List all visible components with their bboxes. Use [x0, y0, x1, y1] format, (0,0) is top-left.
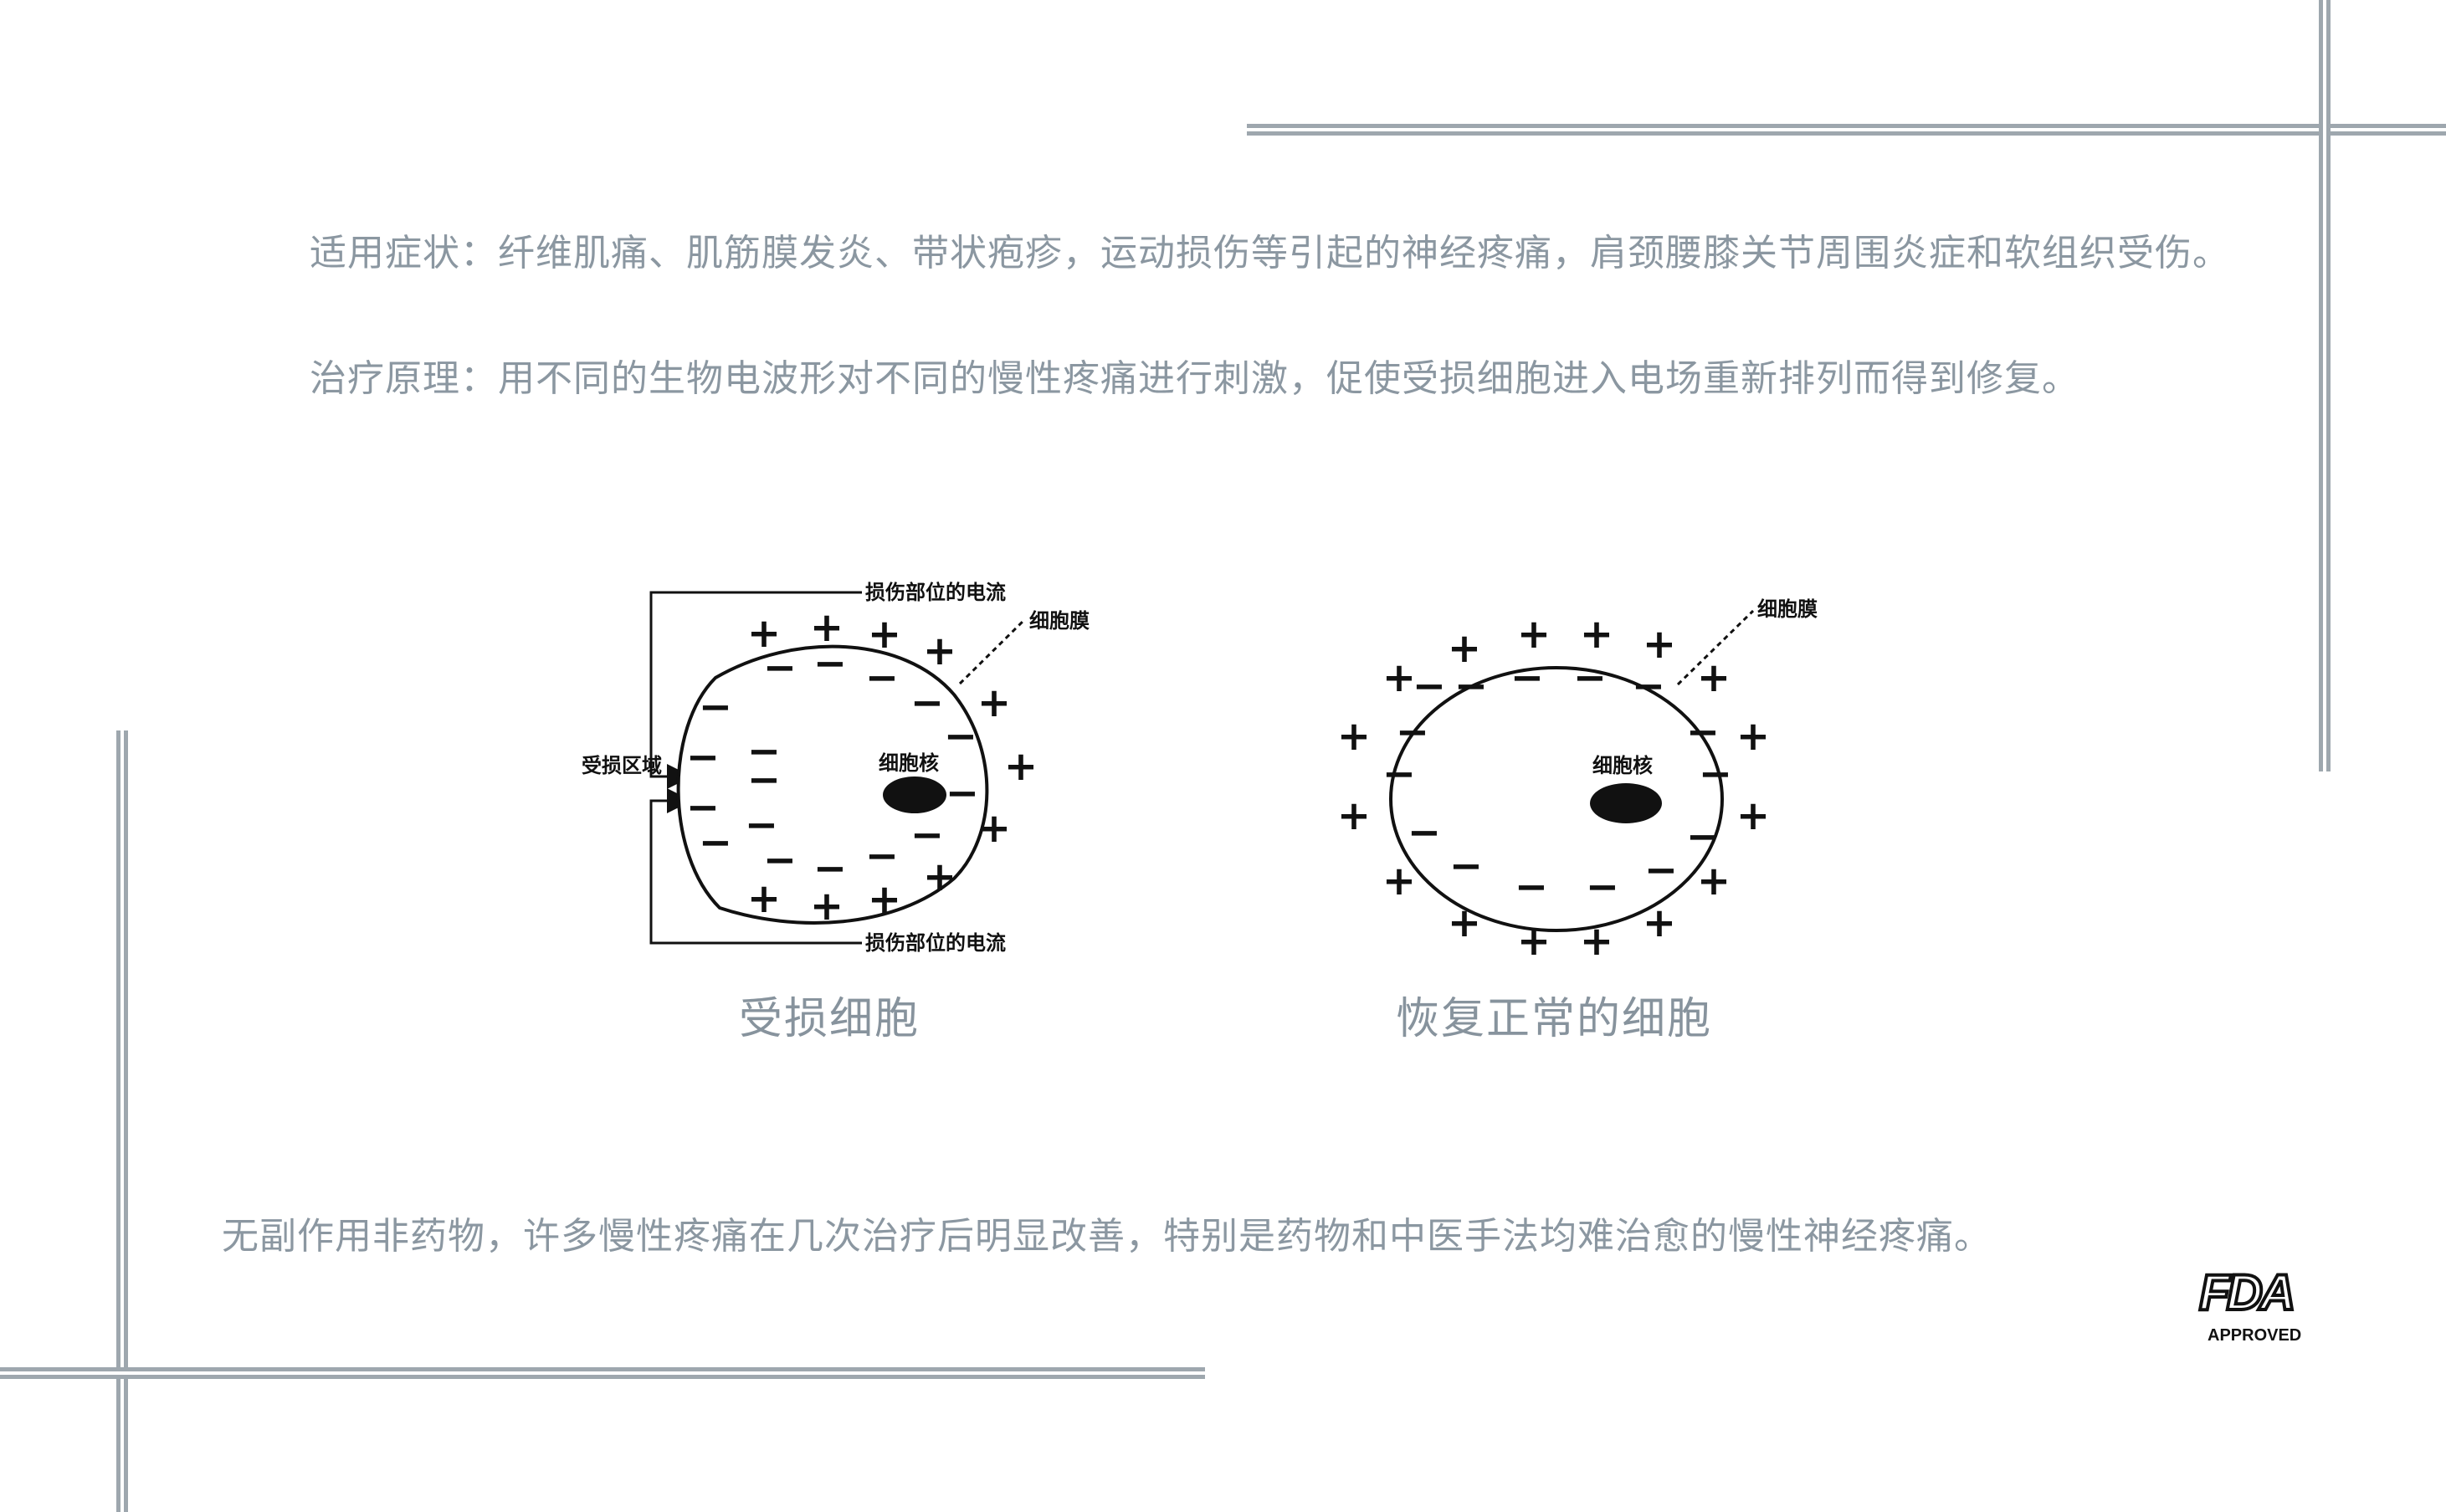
negative-charge: − [1382, 751, 1416, 797]
negative-charge: − [813, 640, 847, 687]
membrane-pointer [1676, 609, 1755, 686]
negative-charge: − [1449, 843, 1483, 889]
membrane-label: 细胞膜 [1029, 608, 1090, 633]
negative-charge: − [1408, 809, 1441, 856]
principle-paragraph: 治疗原理：用不同的生物电波形对不同的慢性疼痛进行刺激，促使受损细胞进入电场重新排… [222, 347, 2230, 410]
negative-charge: − [747, 728, 781, 775]
negative-charge: − [1699, 751, 1732, 797]
normal-cell-charges: ++++++++++++++++−−−−−−−−−−−−−−− [1337, 611, 1770, 965]
negative-charge: − [1686, 813, 1720, 860]
negative-charge: − [1454, 663, 1488, 710]
negative-charge: − [944, 713, 977, 760]
negative-charge: − [686, 784, 720, 831]
cell-nucleus [883, 777, 946, 813]
negative-charge: − [1413, 663, 1446, 710]
positive-charge: + [1004, 743, 1038, 790]
frame-line-top [1247, 124, 2446, 136]
frame-line-right-vertical [2319, 0, 2331, 771]
damaged-cell-charges: +++++++++++−−−−−−−−−−−−−−−−− [686, 604, 1038, 930]
negative-charge: − [699, 684, 732, 730]
membrane-pointer [958, 618, 1027, 685]
cell-diagram: 损伤部位的电流 损伤部位的电流 细胞膜 细胞核 受损区域 +++++++++++… [582, 580, 1818, 965]
positive-charge: + [810, 883, 844, 930]
positive-charge: + [1736, 713, 1770, 760]
cell-membrane [676, 644, 989, 925]
current-bracket-line [649, 788, 862, 945]
negative-charge: − [1510, 654, 1544, 701]
positive-charge: + [1580, 918, 1613, 965]
positive-charge: + [1337, 792, 1371, 839]
negative-charge: − [763, 644, 797, 691]
negative-charge: − [813, 845, 847, 892]
frame-line-left-vertical [116, 730, 128, 1512]
positive-charge: + [1337, 713, 1371, 760]
fda-logo-text: FDA [2199, 1264, 2292, 1320]
cell-nucleus [1590, 783, 1662, 823]
symptoms-text: 适用症状：纤维肌痛、肌筋膜发炎、带状疱疹，运动损伤等引起的神经疼痛，肩颈腰膝关节… [310, 232, 2230, 274]
positive-charge: + [1517, 611, 1551, 658]
cell-membrane [1389, 666, 1724, 932]
positive-charge: + [868, 611, 901, 658]
negative-charge: − [865, 654, 899, 701]
symptoms-paragraph: 适用症状：纤维肌痛、肌筋膜发炎、带状疱疹，运动损伤等引起的神经疼痛，肩颈腰膝关节… [222, 222, 2230, 284]
frame-line-bottom [0, 1367, 1205, 1379]
positive-charge: + [1382, 858, 1416, 905]
negative-charge: − [1586, 864, 1619, 910]
positive-charge: + [810, 604, 844, 651]
positive-charge: + [977, 679, 1011, 726]
damaged-cell-caption: 受损细胞 [739, 994, 920, 1044]
negative-charge: − [1573, 654, 1607, 701]
positive-charge: + [1736, 792, 1770, 839]
damaged-area-label: 受损区域 [582, 753, 662, 777]
positive-charge: + [1580, 611, 1613, 658]
summary-text: 无副作用非药物，许多慢性疼痛在几次治疗后明显改善，特别是药物和中医手法均难治愈的… [222, 1215, 1992, 1258]
positive-charge: + [1448, 900, 1481, 946]
current-label-bottom: 损伤部位的电流 [865, 930, 1006, 955]
positive-charge: + [868, 876, 901, 923]
positive-charge: + [923, 853, 956, 900]
fda-approved-label: APPROVED [2208, 1326, 2301, 1345]
positive-charge: + [747, 610, 781, 657]
current-bracket-line [649, 591, 862, 789]
fda-approved-badge: FDA APPROVED [2197, 1263, 2301, 1345]
negative-charge: − [946, 770, 979, 817]
nucleus-label: 细胞核 [879, 751, 939, 775]
normal-cell-caption: 恢复正常的细胞 [1396, 994, 1713, 1044]
negative-charge: − [910, 679, 944, 726]
nucleus-label: 细胞核 [1592, 753, 1653, 777]
normal-cell: 细胞膜 细胞核 ++++++++++++++++−−−−−−−−−−−−−−− [1337, 597, 1818, 965]
principle-text: 治疗原理：用不同的生物电波形对不同的慢性疼痛进行刺激，促使受损细胞进入电场重新排… [310, 357, 2079, 400]
positive-charge: + [1643, 900, 1676, 946]
positive-charge: + [1643, 621, 1676, 668]
positive-charge: + [923, 628, 956, 674]
positive-charge: + [1697, 654, 1731, 701]
current-label-top: 损伤部位的电流 [865, 580, 1006, 604]
negative-charge: − [1396, 709, 1429, 756]
positive-charge: + [1382, 654, 1416, 701]
negative-charge: − [910, 812, 944, 859]
negative-charge: − [699, 819, 732, 866]
positive-charge: + [1517, 918, 1551, 965]
negative-charge: − [745, 802, 778, 848]
membrane-label: 细胞膜 [1757, 597, 1818, 621]
negative-charge: − [1632, 663, 1665, 710]
negative-charge: − [747, 756, 781, 803]
negative-charge: − [1515, 864, 1548, 910]
positive-charge: + [747, 875, 781, 922]
negative-charge: − [865, 833, 899, 879]
damaged-cell: 损伤部位的电流 损伤部位的电流 细胞膜 细胞核 受损区域 + + + + + + + + + + +… [582, 580, 1090, 955]
negative-charge: − [686, 734, 720, 781]
negative-charge: − [1686, 709, 1720, 756]
negative-charge: − [1644, 847, 1678, 894]
negative-charge: − [763, 837, 797, 884]
positive-charge: + [1448, 625, 1481, 672]
positive-charge: + [1697, 858, 1731, 905]
positive-charge: + [977, 805, 1011, 852]
